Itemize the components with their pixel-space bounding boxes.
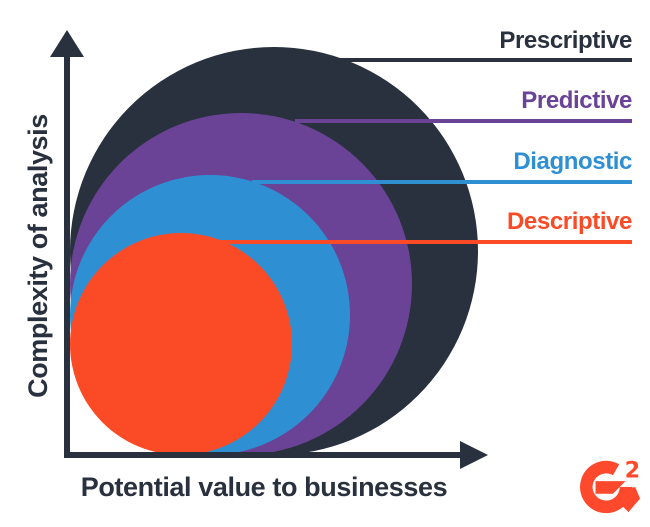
y-axis-arrowhead-icon [50,30,84,57]
g2-logo: 2 [580,457,641,514]
g2-logo-bar [595,481,626,494]
label-descriptive: Descriptive [507,208,632,235]
prescriptive-connector-line [330,58,632,62]
y-axis-line [64,52,70,458]
descriptive-circle [70,233,292,455]
g2-logo-tail [618,486,641,513]
g2-logo-superscript: 2 [625,457,641,483]
label-predictive: Predictive [521,87,632,114]
y-axis-title: Complexity of analysis [23,114,53,398]
predictive-connector-line [295,119,632,123]
label-prescriptive: Prescriptive [499,27,632,54]
label-diagnostic: Diagnostic [513,148,632,175]
descriptive-connector-line [215,240,632,244]
diagnostic-connector-line [252,180,632,184]
x-axis-arrowhead-icon [460,441,488,469]
x-axis-line [64,452,460,458]
x-axis-title: Potential value to businesses [80,472,448,502]
